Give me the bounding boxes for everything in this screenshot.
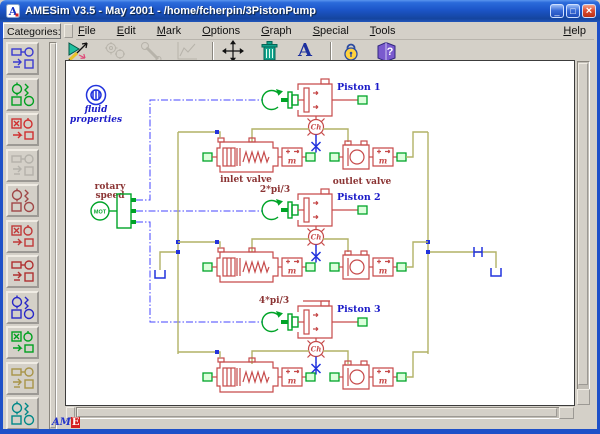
categories-scrollbar-thumb[interactable] bbox=[50, 43, 56, 428]
horizontal-scrollbar-grip[interactable] bbox=[559, 407, 574, 419]
logo-e: E bbox=[70, 417, 81, 428]
signal-line-piston3[interactable] bbox=[136, 221, 263, 323]
close-button[interactable]: × bbox=[582, 4, 596, 18]
run-mode-button bbox=[174, 40, 200, 62]
valve-row-3[interactable] bbox=[177, 349, 429, 393]
move-arrows-icon bbox=[222, 39, 244, 62]
phase2-label: 2*pi/3 bbox=[260, 185, 290, 195]
sidebar-category-11[interactable] bbox=[6, 397, 39, 430]
horizontal-scrollbar-sash[interactable] bbox=[66, 407, 75, 419]
wrench-icon bbox=[141, 41, 162, 62]
fluid-properties-label-1: fluid bbox=[84, 105, 109, 115]
sidebar-category-6[interactable] bbox=[6, 220, 39, 253]
sidebar-category-8[interactable] bbox=[6, 291, 39, 324]
piston1-label: Piston 1 bbox=[337, 82, 381, 93]
sidebar-category-9[interactable] bbox=[6, 326, 39, 359]
sidebar-category-3[interactable] bbox=[6, 113, 39, 146]
delete-button[interactable] bbox=[256, 40, 282, 62]
junction-node bbox=[426, 250, 430, 254]
minimize-button[interactable]: _ bbox=[550, 4, 564, 18]
menu-graph[interactable]: Graph bbox=[261, 24, 292, 37]
text-button[interactable]: A bbox=[292, 40, 318, 62]
valve-row-2[interactable] bbox=[177, 239, 429, 283]
suction-tank-line[interactable] bbox=[159, 251, 178, 270]
menu-options[interactable]: Options bbox=[202, 24, 241, 37]
outlet-valve-label: outlet valve bbox=[333, 177, 392, 187]
menu-tools[interactable]: Tools bbox=[369, 24, 396, 37]
help-button[interactable]: ? bbox=[374, 40, 400, 62]
toolbar-separator bbox=[212, 41, 214, 60]
categories-header: Categories: bbox=[3, 23, 61, 39]
menu-special[interactable]: Special bbox=[312, 24, 349, 37]
svg-text:?: ? bbox=[387, 46, 394, 58]
vertical-scrollbar-grip[interactable] bbox=[577, 389, 590, 405]
window-border-left bbox=[0, 22, 3, 429]
logo-am: AM bbox=[52, 417, 71, 428]
sidebar-category-10[interactable] bbox=[6, 362, 39, 395]
plot-icon bbox=[177, 41, 197, 59]
svg-text:A: A bbox=[8, 5, 18, 18]
tank-left[interactable] bbox=[154, 270, 166, 279]
title-bar[interactable]: A AMESim V3.5 - May 2001 - /home/fcherpi… bbox=[0, 0, 600, 22]
parameter-mode-button bbox=[138, 40, 164, 62]
trash-icon bbox=[261, 40, 278, 60]
menu-file[interactable]: File bbox=[78, 24, 96, 37]
menu-mark[interactable]: Mark bbox=[156, 24, 182, 37]
rotary-speed-label-2: speed bbox=[95, 191, 125, 201]
sidebar-category-4-disabled bbox=[6, 149, 39, 182]
sketch-mode-icon bbox=[68, 41, 88, 61]
window-border-right bbox=[597, 22, 600, 429]
sidebar-category-5[interactable] bbox=[6, 184, 39, 217]
gears-icon bbox=[105, 41, 125, 59]
valve-row-1[interactable] bbox=[177, 129, 429, 173]
tank-right[interactable] bbox=[490, 268, 502, 277]
sketch-canvas[interactable]: Ch bbox=[65, 60, 575, 406]
amesim-logo: AME bbox=[52, 417, 81, 429]
rotary-speed-component[interactable]: MOT bbox=[90, 193, 136, 229]
window-border-bottom bbox=[0, 429, 600, 434]
inlet-valve-label: inlet valve bbox=[220, 175, 272, 185]
move-button[interactable] bbox=[220, 39, 246, 62]
vertical-scrollbar-thumb[interactable] bbox=[578, 63, 588, 385]
piston2-label: Piston 2 bbox=[337, 192, 381, 203]
app-icon: A bbox=[6, 4, 20, 18]
submodel-mode-button bbox=[102, 40, 128, 62]
lock-icon bbox=[344, 43, 358, 61]
lock-button[interactable] bbox=[338, 40, 364, 62]
fluid-properties-label-2: properties bbox=[70, 115, 122, 125]
sidebar-category-1[interactable] bbox=[6, 42, 39, 75]
pane-sash-handle[interactable] bbox=[64, 24, 73, 38]
phase3-label: 4*pi/3 bbox=[259, 296, 289, 306]
svg-text:MOT: MOT bbox=[94, 210, 107, 216]
menu-help[interactable]: Help bbox=[563, 24, 586, 37]
sidebar-category-2[interactable] bbox=[6, 78, 39, 111]
text-tool-icon: A bbox=[298, 39, 312, 61]
fluid-properties-component[interactable] bbox=[85, 84, 107, 106]
maximize-button[interactable]: □ bbox=[566, 4, 580, 18]
orifice-component[interactable] bbox=[473, 247, 483, 257]
junction-node bbox=[176, 250, 180, 254]
rotary-speed-label-1: rotary bbox=[95, 182, 126, 192]
circuit-diagram: Ch bbox=[70, 78, 502, 393]
delivery-tank-line[interactable] bbox=[428, 251, 497, 268]
toolbar-separator bbox=[330, 41, 332, 60]
signal-line-piston1[interactable] bbox=[136, 99, 263, 201]
piston3-label: Piston 3 bbox=[337, 304, 381, 315]
sidebar-category-7[interactable] bbox=[6, 255, 39, 288]
menu-bar: File Edit Mark Options Graph Special Too… bbox=[76, 22, 594, 40]
toolbar: A ? bbox=[66, 39, 586, 62]
window-title: AMESim V3.5 - May 2001 - /home/fcherpin/… bbox=[25, 5, 316, 17]
horizontal-scrollbar-thumb[interactable] bbox=[77, 408, 557, 417]
sketch-mode-button[interactable] bbox=[66, 40, 92, 62]
help-book-icon: ? bbox=[377, 41, 396, 62]
menu-edit[interactable]: Edit bbox=[116, 24, 136, 37]
